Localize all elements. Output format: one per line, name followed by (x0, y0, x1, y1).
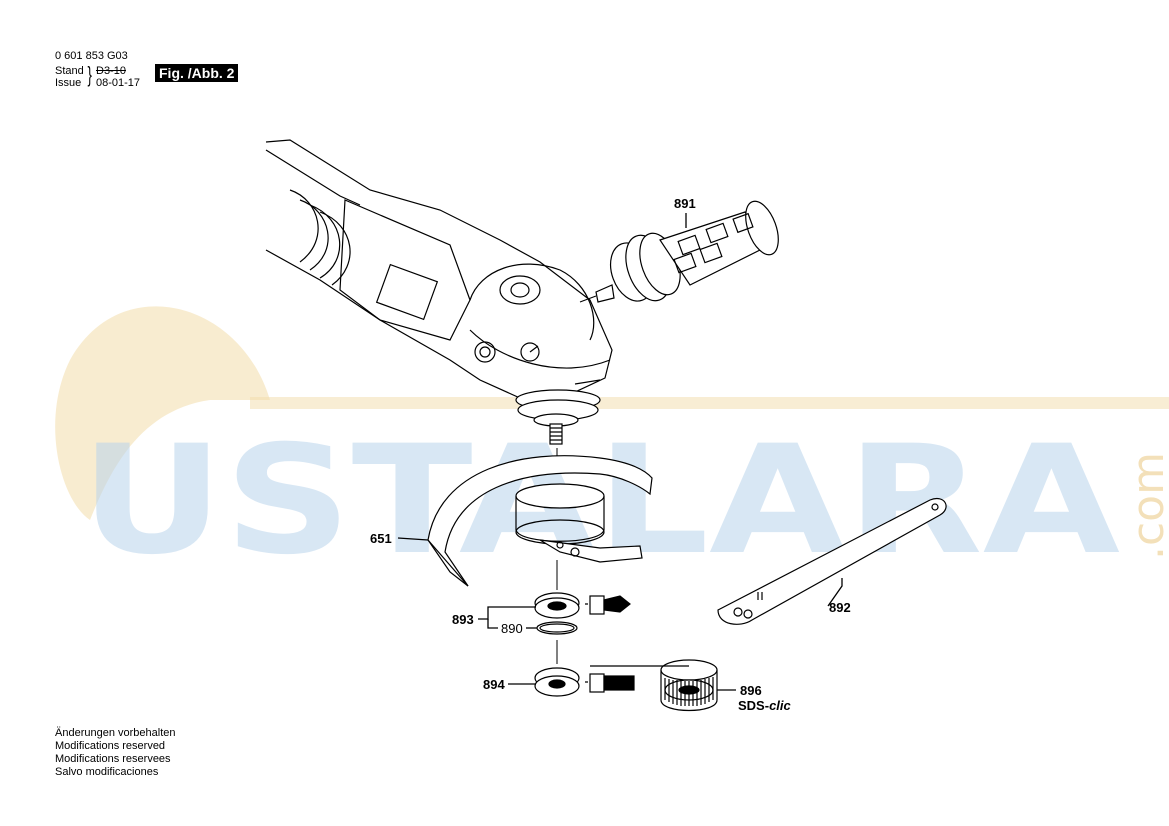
stand-value: D3-10 (96, 65, 126, 77)
footer-notes: Änderungen vorbehalten Modifications res… (55, 727, 175, 779)
issue-value: 08-01-17 (96, 77, 141, 89)
part-label-896: 896 (740, 683, 762, 698)
footer-line-de: Änderungen vorbehalten (55, 727, 176, 739)
header-brace: } (87, 62, 92, 87)
handle-axis (579, 295, 597, 303)
guard-651 (427, 455, 653, 587)
side-handle-891 (595, 200, 779, 303)
part-number: 0 601 853 G03 (55, 50, 128, 62)
nut-894 (534, 667, 580, 697)
footer-line-fr: Modifications reservees (55, 753, 171, 765)
watermark-suffix: .com (1123, 452, 1169, 560)
spindle (515, 389, 601, 445)
sds-clic-label: SDS-clic (738, 698, 791, 713)
stand-label: Stand (55, 65, 84, 77)
footer-line-es: Salvo modificaciones (55, 766, 159, 778)
detail-icons (589, 595, 635, 693)
part-label-891: 891 (674, 196, 696, 211)
part-label-892: 892 (829, 600, 851, 615)
sds-suffix: clic (769, 698, 791, 713)
nut-896-sds-clic (660, 659, 718, 712)
wrench-892 (717, 498, 947, 625)
grinder-body (265, 139, 613, 399)
sds-prefix: SDS- (738, 698, 770, 713)
watermark-swoosh (55, 306, 270, 520)
footer-line-en: Modifications reserved (55, 740, 166, 752)
leader-lines (397, 213, 843, 691)
figure-label: Fig. /Abb. 2 (155, 64, 239, 82)
issue-label: Issue (55, 77, 82, 89)
part-label-894: 894 (483, 677, 505, 692)
part-label-893: 893 (452, 612, 474, 627)
part-label-890: 890 (501, 621, 523, 636)
watermark-bar (250, 397, 1169, 409)
part-label-651: 651 (370, 531, 392, 546)
flange-893 (534, 592, 580, 635)
